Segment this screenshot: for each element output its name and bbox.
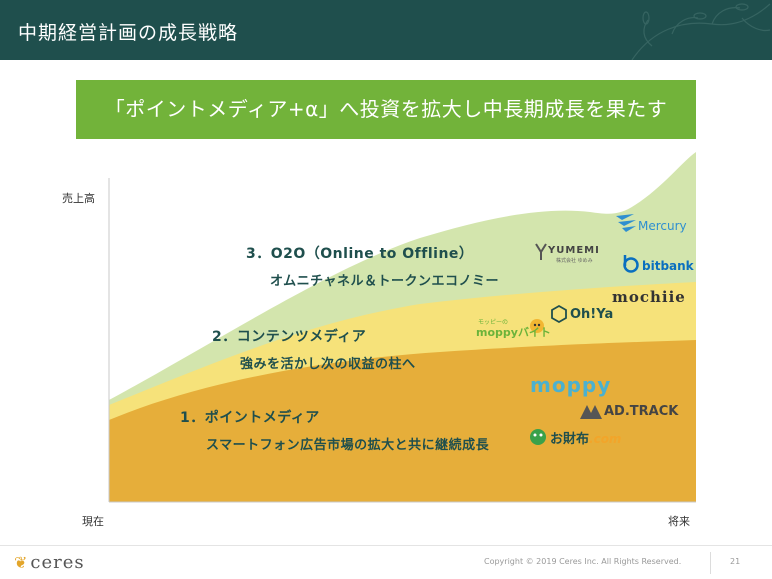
- tier-3-title: 3．O2O（Online to Offline）: [246, 246, 474, 262]
- slide-footer: ❦ceres Copyright © 2019 Ceres Inc. All R…: [0, 545, 772, 579]
- adtrack-logo: AD.TRACK: [604, 404, 679, 419]
- tier-3-subtitle: オムニチャネル＆トークンエコノミー: [270, 274, 499, 289]
- point-media-layer: [109, 340, 696, 502]
- bitbank-icon: [623, 255, 639, 273]
- ohya-logo: Oh!Ya: [570, 307, 614, 322]
- moppy-baito-small-logo: モッピーの: [478, 319, 509, 326]
- osaifu-mascot-icon: [530, 429, 546, 445]
- osaifu-logo-suffix: .com: [589, 432, 622, 446]
- page-number: 21: [730, 557, 741, 566]
- adtrack-icon: [580, 405, 602, 419]
- ohya-icon: [551, 304, 567, 324]
- key-message-banner: 「ポイントメディア+α」へ投資を拡大し中長期成長を果たす: [76, 80, 696, 139]
- x-axis-end-label: 将来: [668, 515, 690, 528]
- copyright-text: Copyright © 2019 Ceres Inc. All Rights R…: [484, 557, 682, 566]
- tier-1-subtitle: スマートフォン広告市場の拡大と共に継続成長: [206, 438, 490, 453]
- botanical-decoration-icon: [631, 3, 771, 60]
- moppy-logo: moppy: [530, 373, 612, 397]
- moppy-baito-mascot-icon: [530, 319, 544, 333]
- footer-divider: [710, 552, 711, 574]
- slide-header: 中期経営計画の成長戦略: [0, 0, 772, 60]
- mercury-logo: Mercury: [638, 219, 687, 233]
- tier-2-subtitle: 強みを活かし次の収益の柱へ: [240, 357, 416, 372]
- slide-title: 中期経営計画の成長戦略: [18, 22, 239, 44]
- mercury-bird-icon: [616, 214, 636, 232]
- moppy-baito-logo: moppyバイト: [476, 326, 551, 339]
- tier-1-title: 1．ポイントメディア: [180, 410, 320, 426]
- x-axis-start-label: 現在: [82, 515, 104, 528]
- bitbank-logo: bitbank: [642, 259, 694, 273]
- tier-2-title: 2．コンテンツメディア: [212, 329, 367, 345]
- ceres-brand: ceres: [30, 552, 85, 573]
- yumemi-icon: [535, 243, 547, 260]
- osaifu-logo-text: お財布: [550, 432, 590, 447]
- yumemi-logo: YUMEMI: [548, 245, 600, 256]
- ceres-flame-icon: ❦: [14, 553, 29, 572]
- y-axis-label: 売上高: [62, 192, 95, 205]
- ceres-logo: ❦ceres: [14, 552, 85, 573]
- osaifu-logo: お財布.com: [550, 428, 621, 447]
- yumemi-sub-logo: 株式会社 ゆめみ: [556, 258, 593, 264]
- mochiie-logo: mochiie: [612, 288, 686, 306]
